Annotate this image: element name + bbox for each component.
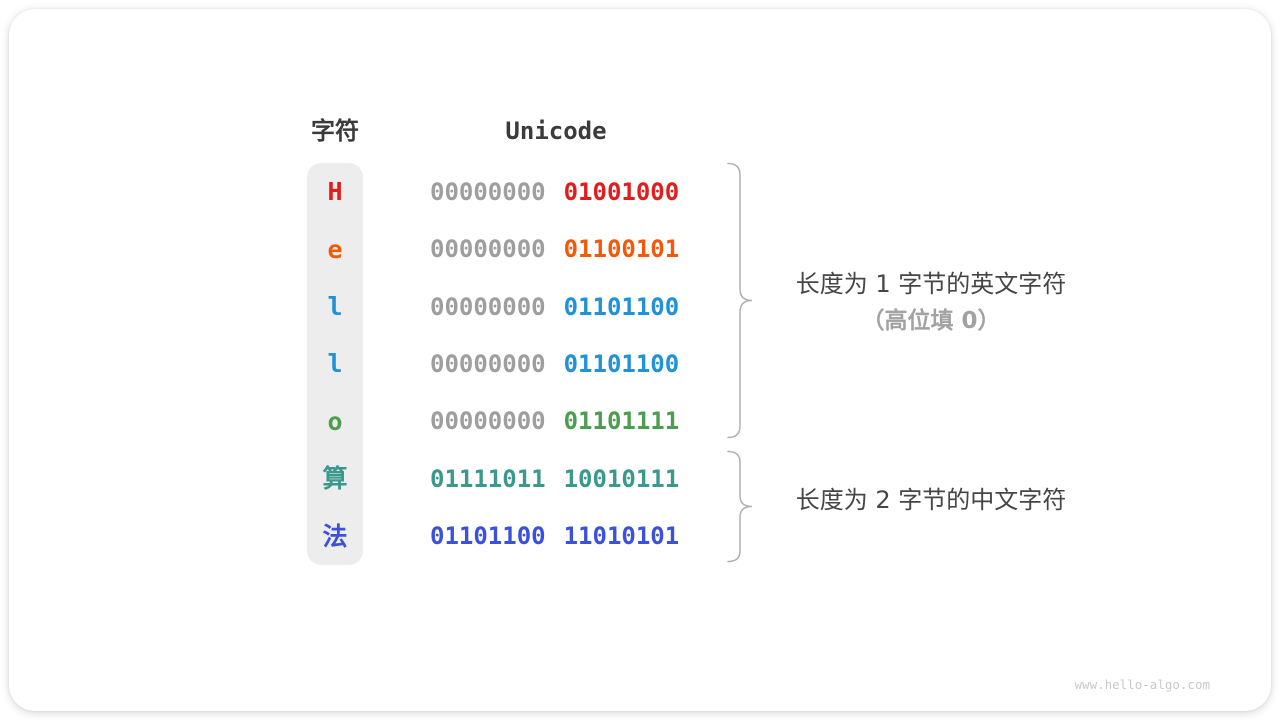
row-bytes: 00000000 01101100: [430, 295, 679, 319]
row-byte-low: 01100101: [563, 235, 680, 264]
encoding-row: l 00000000 01101100: [0, 335, 760, 392]
row-byte-low: 01001000: [563, 177, 680, 206]
row-bytes: 01101100 11010101: [430, 524, 679, 548]
column-header-char: 字符: [311, 117, 359, 145]
encoding-row: H 00000000 01001000: [0, 163, 760, 220]
encoding-row: e 00000000 01100101: [0, 220, 760, 277]
row-byte-low: 01101111: [563, 407, 680, 436]
row-byte-low: 01101100: [563, 349, 680, 378]
encoding-row: o 00000000 01101111: [0, 393, 760, 450]
row-bytes: 00000000 01101100: [430, 352, 679, 376]
row-byte-high: 00000000: [430, 292, 546, 321]
row-byte-high: 01111011: [430, 464, 546, 493]
curly-brace-2byte-group-icon: [727, 450, 753, 563]
row-char: e: [327, 234, 343, 264]
row-byte-low: 11010101: [563, 522, 680, 551]
row-char: o: [327, 406, 343, 436]
column-header-unicode: Unicode: [505, 117, 607, 145]
curly-brace-1byte-group-icon: [727, 162, 753, 439]
row-char: l: [327, 292, 343, 322]
annotation-chinese-group: 长度为 2 字节的中文字符: [768, 486, 1094, 514]
row-byte-high: 00000000: [430, 349, 546, 378]
encoding-row: 算 01111011 10010111: [0, 450, 760, 507]
char-column-background: [307, 163, 363, 565]
row-byte-high: 00000000: [430, 235, 546, 264]
encoding-table: H 00000000 01001000 e 00000000 01100101 …: [0, 163, 760, 565]
row-char: H: [327, 177, 343, 207]
row-bytes: 00000000 01100101: [430, 237, 679, 261]
row-byte-low: 01101100: [563, 292, 680, 321]
annotation-english-line1: 长度为 1 字节的英文字符: [795, 270, 1067, 298]
row-byte-low: 10010111: [563, 464, 680, 493]
row-char: 算: [322, 464, 348, 494]
annotation-english-line2: （高位填 0）: [861, 308, 1001, 334]
annotation-english-group: 长度为 1 字节的英文字符 （高位填 0）: [768, 266, 1094, 340]
row-byte-high: 00000000: [430, 177, 546, 206]
diagram-card: [9, 9, 1271, 711]
encoding-row: 法 01101100 11010101: [0, 508, 760, 565]
row-bytes: 01111011 10010111: [430, 467, 679, 491]
row-char: 法: [322, 521, 348, 551]
row-bytes: 00000000 01101111: [430, 409, 679, 433]
row-char: l: [327, 349, 343, 379]
encoding-row: l 00000000 01101100: [0, 278, 760, 335]
row-bytes: 00000000 01001000: [430, 180, 679, 204]
row-byte-high: 00000000: [430, 407, 546, 436]
row-byte-high: 01101100: [430, 522, 546, 551]
watermark: www.hello-algo.com: [1074, 677, 1210, 692]
annotation-chinese-line1: 长度为 2 字节的中文字符: [795, 486, 1067, 514]
